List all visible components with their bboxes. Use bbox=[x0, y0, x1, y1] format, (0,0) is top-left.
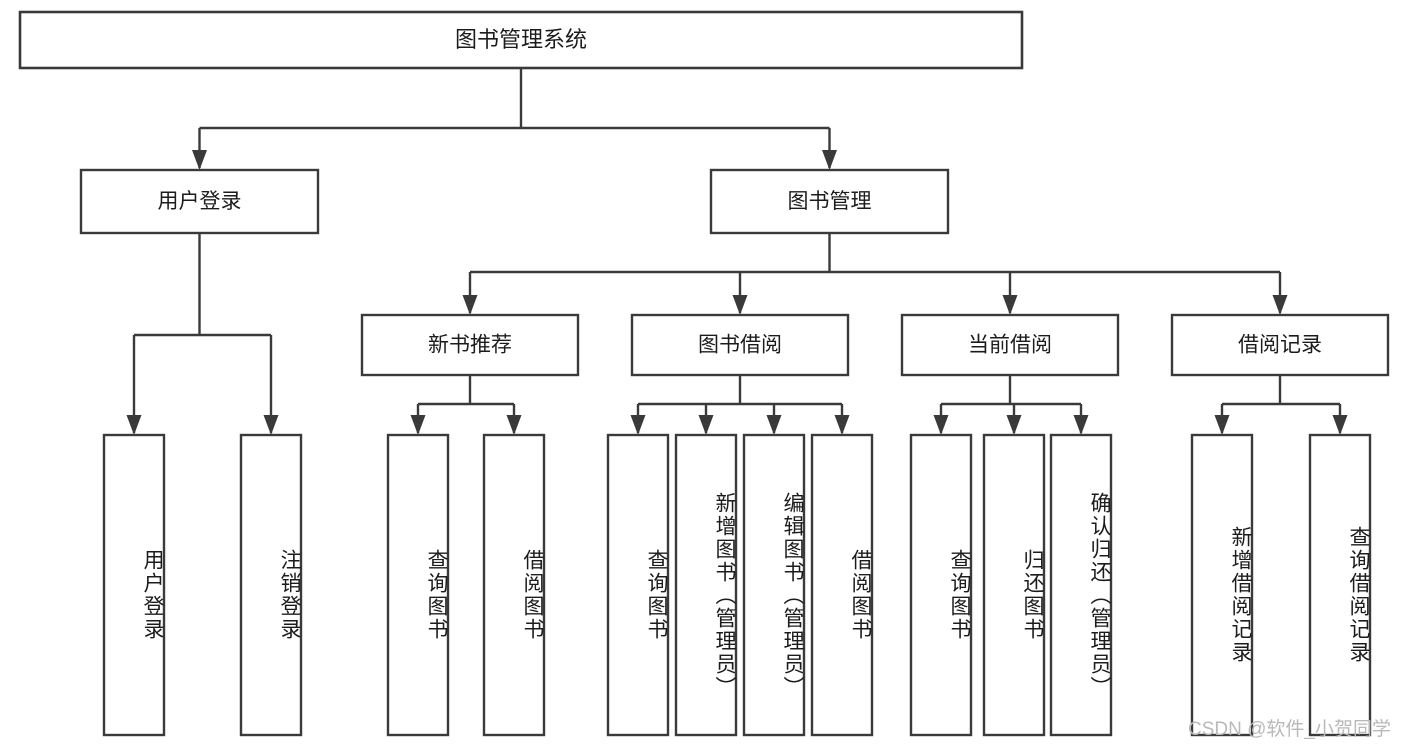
leaf-node-查询图书-8-label-wrap: 查询图书 bbox=[948, 549, 971, 641]
leaf-node-借阅图书-3-label: 借阅图书 bbox=[521, 549, 544, 641]
leaf-node-注销登录-1[interactable]: 注销登录 bbox=[239, 433, 303, 737]
leaf-node-查询图书-4-label: 查询图书 bbox=[645, 549, 668, 641]
leaf-node-借阅图书-7-label: 借阅图书 bbox=[849, 549, 872, 641]
leaf-node-新增借阅记录-11[interactable]: 新增借阅记录 bbox=[1190, 433, 1254, 737]
root-node-图书管理系统-rect bbox=[18, 10, 1024, 70]
arrow-head-icon-leaf-当前借阅-0 bbox=[933, 415, 949, 435]
leaf-node-归还图书-9-rect bbox=[982, 433, 1046, 737]
leaf-node-查询借阅记录-12[interactable]: 查询借阅记录 bbox=[1308, 433, 1372, 737]
nodes-layer: 图书管理系统用户登录图书管理新书推荐图书借阅当前借阅借阅记录用户登录注销登录查询… bbox=[18, 10, 1390, 737]
leaf-node-新增图书管理员-5-rect bbox=[674, 433, 738, 737]
leaf-node-编辑图书管理员-6-label-wrap: 编辑图书（管理员） bbox=[781, 491, 804, 699]
level2-node-用户登录-label: 用户登录 bbox=[158, 190, 242, 213]
level3-node-当前借阅-label: 当前借阅 bbox=[968, 334, 1052, 357]
arrow-head-icon-level3-3 bbox=[1272, 295, 1288, 315]
root-node-图书管理系统[interactable]: 图书管理系统 bbox=[18, 10, 1024, 70]
leaf-node-编辑图书管理员-6-rect bbox=[742, 433, 806, 737]
arrow-head-icon-level2-1 bbox=[822, 150, 837, 170]
arrow-head-icon-leaf-图书借阅-3 bbox=[834, 415, 850, 435]
leaf-node-借阅图书-7[interactable]: 借阅图书 bbox=[810, 433, 874, 737]
leaf-node-归还图书-9-label-wrap: 归还图书 bbox=[1021, 549, 1044, 641]
leaf-node-查询图书-4-label-wrap: 查询图书 bbox=[645, 549, 668, 641]
arrow-head-icon-leaf-借阅记录-1 bbox=[1332, 415, 1348, 435]
arrow-head-icon-level2-0 bbox=[192, 150, 207, 170]
level2-node-图书管理-rect bbox=[709, 168, 950, 235]
leaf-node-确认归还管理员-10-rect bbox=[1049, 433, 1113, 737]
leaf-node-查询图书-8-rect bbox=[909, 433, 973, 737]
level3-node-新书推荐-label: 新书推荐 bbox=[428, 334, 512, 357]
arrow-head-icon-leaf-图书借阅-2 bbox=[766, 415, 782, 435]
leaf-node-注销登录-1-label-wrap: 注销登录 bbox=[278, 549, 301, 641]
level3-node-图书借阅-rect bbox=[630, 313, 850, 377]
leaf-node-查询借阅记录-12-rect bbox=[1308, 433, 1372, 737]
level3-node-当前借阅[interactable]: 当前借阅 bbox=[900, 313, 1120, 377]
leaf-node-查询图书-4-rect bbox=[606, 433, 670, 737]
leaf-node-新增借阅记录-11-rect bbox=[1190, 433, 1254, 737]
leaf-node-新增图书管理员-5[interactable]: 新增图书（管理员） bbox=[674, 433, 738, 737]
leaf-node-借阅图书-7-rect bbox=[810, 433, 874, 737]
leaf-node-确认归还管理员-10-label: 确认归还（管理员） bbox=[1088, 491, 1111, 699]
arrow-head-icon-leaf-新书推荐-0 bbox=[410, 415, 426, 435]
leaf-node-查询图书-2-label-wrap: 查询图书 bbox=[425, 549, 448, 641]
arrow-head-icon-leaf-图书借阅-1 bbox=[698, 415, 714, 435]
leaf-node-查询图书-2[interactable]: 查询图书 bbox=[386, 433, 450, 737]
leaf-node-注销登录-1-label: 注销登录 bbox=[278, 549, 301, 641]
level3-node-借阅记录[interactable]: 借阅记录 bbox=[1170, 313, 1390, 377]
leaf-node-新增图书管理员-5-label-wrap: 新增图书（管理员） bbox=[713, 491, 736, 699]
leaf-node-借阅图书-7-label-wrap: 借阅图书 bbox=[849, 549, 872, 641]
arrow-head-icon-leaf-图书借阅-0 bbox=[630, 415, 646, 435]
level2-node-用户登录-rect bbox=[79, 168, 320, 235]
leaf-node-编辑图书管理员-6-label: 编辑图书（管理员） bbox=[781, 491, 804, 699]
leaf-node-新增借阅记录-11-label-wrap: 新增借阅记录 bbox=[1229, 526, 1252, 664]
level2-node-图书管理[interactable]: 图书管理 bbox=[709, 168, 950, 235]
leaf-node-编辑图书管理员-6[interactable]: 编辑图书（管理员） bbox=[742, 433, 806, 737]
leaf-node-新增图书管理员-5-label: 新增图书（管理员） bbox=[713, 491, 736, 699]
leaf-node-确认归还管理员-10-label-wrap: 确认归还（管理员） bbox=[1088, 491, 1111, 699]
level3-node-新书推荐-rect bbox=[360, 313, 580, 377]
level3-node-图书借阅[interactable]: 图书借阅 bbox=[630, 313, 850, 377]
level3-node-图书借阅-label: 图书借阅 bbox=[698, 334, 782, 357]
connectors-layer bbox=[126, 68, 1348, 435]
leaf-node-归还图书-9[interactable]: 归还图书 bbox=[982, 433, 1046, 737]
leaf-node-查询图书-8-label: 查询图书 bbox=[948, 549, 971, 641]
level3-node-借阅记录-label: 借阅记录 bbox=[1238, 334, 1322, 357]
leaf-node-用户登录-0[interactable]: 用户登录 bbox=[102, 433, 166, 737]
leaf-node-注销登录-1-rect bbox=[239, 433, 303, 737]
leaf-node-查询图书-8[interactable]: 查询图书 bbox=[909, 433, 973, 737]
leaf-node-查询借阅记录-12-label-wrap: 查询借阅记录 bbox=[1347, 526, 1370, 664]
leaf-node-确认归还管理员-10[interactable]: 确认归还（管理员） bbox=[1049, 433, 1113, 737]
arrow-head-icon-leaf-新书推荐-1 bbox=[506, 415, 522, 435]
arrow-head-icon-leaf-当前借阅-1 bbox=[1006, 415, 1022, 435]
leaf-node-用户登录-0-rect bbox=[102, 433, 166, 737]
arrow-head-icon-leaf-借阅记录-0 bbox=[1214, 415, 1230, 435]
level3-node-新书推荐[interactable]: 新书推荐 bbox=[360, 313, 580, 377]
csdn-watermark: CSDN @软件_小贺同学 bbox=[1188, 719, 1391, 740]
leaf-node-借阅图书-3-rect bbox=[482, 433, 546, 737]
leaf-node-新增借阅记录-11-label: 新增借阅记录 bbox=[1229, 526, 1252, 664]
level3-node-借阅记录-rect bbox=[1170, 313, 1390, 377]
level3-node-当前借阅-rect bbox=[900, 313, 1120, 377]
arrow-head-icon-level3-0 bbox=[462, 295, 478, 315]
arrow-head-icon-level3-2 bbox=[1002, 295, 1018, 315]
arrow-head-icon-level3-1 bbox=[732, 295, 748, 315]
leaf-node-借阅图书-3-label-wrap: 借阅图书 bbox=[521, 549, 544, 641]
leaf-node-归还图书-9-label: 归还图书 bbox=[1021, 549, 1044, 641]
leaf-node-借阅图书-3[interactable]: 借阅图书 bbox=[482, 433, 546, 737]
leaf-node-查询图书-2-rect bbox=[386, 433, 450, 737]
arrow-head-icon-leaf-当前借阅-2 bbox=[1073, 415, 1089, 435]
root-node-图书管理系统-label: 图书管理系统 bbox=[455, 27, 587, 52]
level2-node-图书管理-label: 图书管理 bbox=[788, 190, 872, 213]
leaf-node-查询图书-4[interactable]: 查询图书 bbox=[606, 433, 670, 737]
level2-node-用户登录[interactable]: 用户登录 bbox=[79, 168, 320, 235]
arrow-head-icon-leaf-用户登录-1 bbox=[263, 415, 279, 435]
leaf-node-用户登录-0-label-wrap: 用户登录 bbox=[141, 549, 164, 641]
leaf-node-用户登录-0-label: 用户登录 bbox=[141, 549, 164, 641]
leaf-node-查询借阅记录-12-label: 查询借阅记录 bbox=[1347, 526, 1370, 664]
leaf-node-查询图书-2-label: 查询图书 bbox=[425, 549, 448, 641]
arrow-head-icon-leaf-用户登录-0 bbox=[126, 415, 142, 435]
